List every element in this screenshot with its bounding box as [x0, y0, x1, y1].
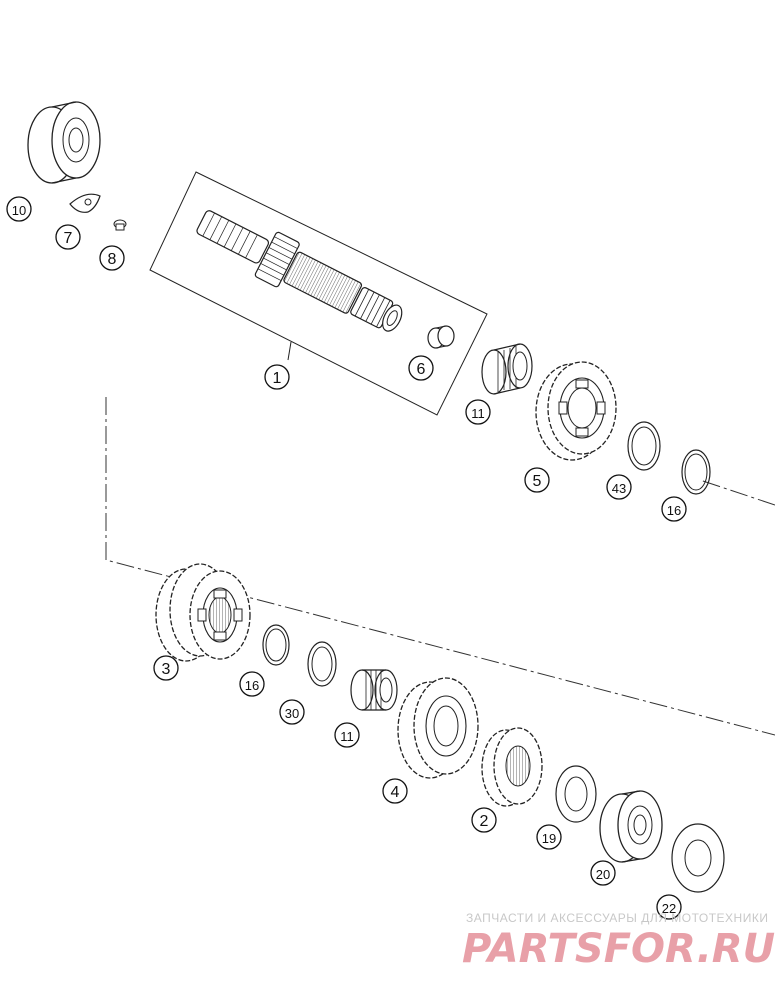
- callout-22[interactable]: 22: [656, 894, 682, 920]
- shaft-assembly-box: [149, 171, 488, 416]
- stop-disc-30: [307, 641, 337, 687]
- svg-text:4: 4: [391, 784, 400, 801]
- callout-16-bottom[interactable]: 16: [239, 671, 265, 697]
- svg-text:11: 11: [471, 406, 485, 421]
- watermark: ЗАПЧАСТИ И АКСЕССУАРЫ ДЛЯ МОТОТЕХНИКИ PA…: [462, 911, 775, 972]
- callout-30[interactable]: 30: [279, 699, 305, 725]
- svg-text:30: 30: [285, 706, 299, 721]
- gear-3: [155, 563, 251, 662]
- main-shaft: [196, 210, 403, 332]
- gear-2: [481, 727, 543, 807]
- svg-text:11: 11: [340, 729, 354, 744]
- watermark-brand: PARTSFOR.RU: [462, 926, 775, 972]
- callout-2[interactable]: 2: [471, 807, 497, 833]
- svg-text:5: 5: [533, 473, 542, 490]
- callout-20[interactable]: 20: [590, 860, 616, 886]
- callout-7[interactable]: 7: [55, 224, 81, 250]
- watermark-brand-b: FOR.RU: [604, 926, 775, 972]
- watermark-tagline: ЗАПЧАСТИ И АКСЕССУАРЫ ДЛЯ МОТОТЕХНИКИ: [466, 911, 768, 925]
- svg-text:43: 43: [612, 481, 626, 496]
- svg-text:1: 1: [273, 370, 282, 387]
- svg-text:20: 20: [596, 867, 610, 882]
- needle-bearing-top: [481, 343, 533, 395]
- callout-5[interactable]: 5: [524, 467, 550, 493]
- callout-11-top[interactable]: 11: [465, 399, 491, 425]
- gear-4: [397, 677, 479, 779]
- callout-43[interactable]: 43: [606, 474, 632, 500]
- screw: [113, 219, 127, 231]
- circlip-bottom: [262, 624, 290, 666]
- svg-text:19: 19: [542, 831, 556, 846]
- svg-text:7: 7: [64, 230, 73, 247]
- ball-bearing-top: [27, 101, 101, 184]
- callout-16-top[interactable]: 16: [661, 496, 687, 522]
- callout-4[interactable]: 4: [382, 778, 408, 804]
- gear-5: [535, 361, 617, 461]
- svg-text:16: 16: [667, 503, 681, 518]
- needle-bearing-bottom: [350, 669, 398, 711]
- svg-text:10: 10: [12, 203, 26, 218]
- svg-text:8: 8: [108, 251, 117, 268]
- lock-plate-hole: [84, 198, 92, 206]
- callout-3[interactable]: 3: [153, 655, 179, 681]
- svg-text:16: 16: [245, 678, 259, 693]
- svg-text:22: 22: [662, 901, 676, 916]
- callout-1[interactable]: 1: [264, 364, 290, 390]
- callout-19[interactable]: 19: [536, 824, 562, 850]
- svg-text:2: 2: [480, 813, 489, 830]
- assembly-dashed-line: [105, 397, 775, 736]
- watermark-brand-a: PARTS: [462, 926, 604, 972]
- callout-10[interactable]: 10: [6, 196, 32, 222]
- callout-11-bottom[interactable]: 11: [334, 722, 360, 748]
- svg-text:6: 6: [417, 361, 426, 378]
- washer-19: [555, 765, 597, 823]
- ball-bearing-bottom: [599, 790, 663, 863]
- callout-8[interactable]: 8: [99, 245, 125, 271]
- svg-text:3: 3: [162, 661, 171, 678]
- callout-6[interactable]: 6: [408, 355, 434, 381]
- stop-disc-43: [627, 421, 661, 471]
- circlip-top: [681, 449, 711, 495]
- washer-22: [671, 823, 725, 893]
- sleeve: [427, 325, 455, 349]
